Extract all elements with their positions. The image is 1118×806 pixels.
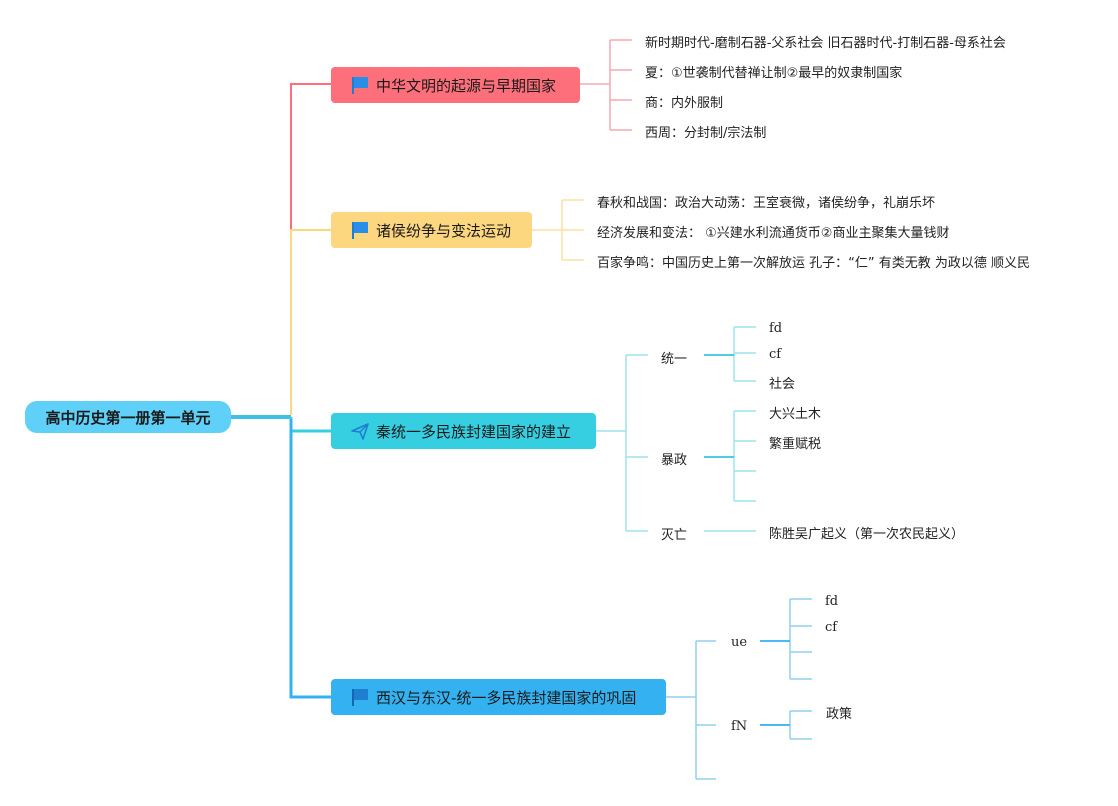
leaf-ue-fd[interactable]: fd [825, 593, 839, 609]
leaf-fn-policy[interactable]: 政策 [826, 706, 853, 722]
root-topic[interactable]: 高中历史第一册第一单元 [25, 401, 231, 433]
leaf-tyranny-taxes[interactable]: 繁重赋税 [769, 436, 822, 452]
subtopic-ue[interactable]: ue [731, 634, 748, 650]
topic-han-consolidation[interactable]: 西汉与东汉-统一多民族封建国家的巩固 [331, 679, 666, 715]
leaf-unify-fd[interactable]: fd [769, 320, 783, 336]
topic-origin-of-civilization[interactable]: 中华文明的起源与早期国家 [331, 67, 580, 103]
flag-icon [349, 219, 371, 241]
leaf-spring-autumn[interactable]: 春秋和战国：政治大动荡：王室衰微，诸侯纷争，礼崩乐坏 [597, 195, 936, 211]
subtopic-unify[interactable]: 统一 [661, 351, 688, 367]
leaf-unify-cf[interactable]: cf [769, 346, 782, 362]
topic-qin-unification[interactable]: 秦统一多民族封建国家的建立 [331, 413, 596, 449]
leaf-ue-cf[interactable]: cf [825, 619, 838, 635]
topic-title: 西汉与东汉-统一多民族封建国家的巩固 [376, 688, 637, 707]
topic-title: 中华文明的起源与早期国家 [376, 76, 557, 95]
leaf-tyranny-construction[interactable]: 大兴土木 [769, 406, 822, 422]
flag-icon [349, 686, 371, 708]
topic-title: 秦统一多民族封建国家的建立 [376, 422, 572, 441]
root-title: 高中历史第一册第一单元 [45, 408, 211, 427]
leaf-hundred-schools[interactable]: 百家争鸣：中国历史上第一次解放运 孔子：“仁” 有类无教 为政以德 顺义民 [597, 255, 1030, 271]
topic-title: 诸侯纷争与变法运动 [376, 221, 512, 240]
paper-plane-icon [349, 420, 371, 442]
leaf-western-zhou[interactable]: 西周：分封制/宗法制 [645, 125, 767, 141]
leaf-shang[interactable]: 商：内外服制 [645, 95, 724, 111]
topic-vassal-strife-reform[interactable]: 诸侯纷争与变法运动 [331, 212, 532, 248]
leaf-unify-society[interactable]: 社会 [769, 376, 796, 392]
leaf-xia[interactable]: 夏：①世袭制代替禅让制②最早的奴隶制国家 [645, 65, 903, 81]
flag-icon [349, 74, 371, 96]
subtopic-downfall[interactable]: 灭亡 [661, 527, 688, 543]
subtopic-fn[interactable]: fN [731, 718, 748, 734]
subtopic-tyranny[interactable]: 暴政 [661, 452, 688, 468]
leaf-stone-age[interactable]: 新时期时代-磨制石器-父系社会 旧石器时代-打制石器-母系社会 [645, 35, 1006, 51]
leaf-chen-wu-uprising[interactable]: 陈胜吴广起义（第一次农民起义） [769, 526, 965, 542]
leaf-economy-reform[interactable]: 经济发展和变法： ①兴建水利流通货币②商业主聚集大量钱财 [597, 225, 950, 241]
